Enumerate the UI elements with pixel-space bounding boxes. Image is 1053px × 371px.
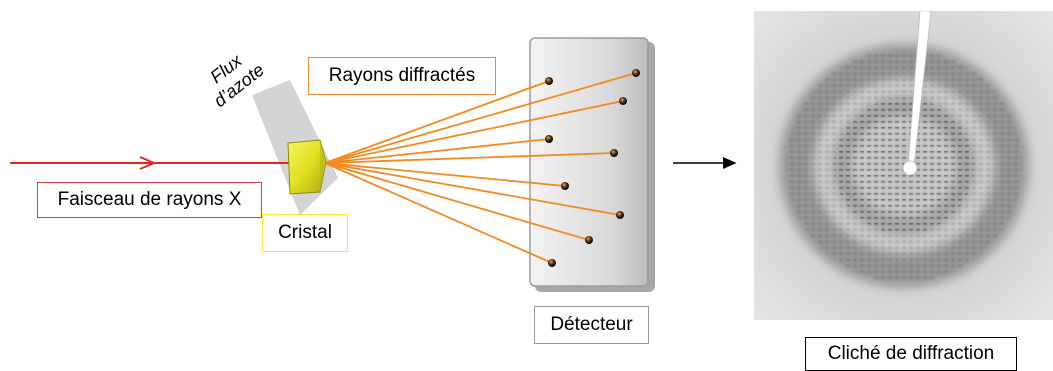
crystal-label: Cristal [262,214,348,252]
diffracted-ray [324,138,550,164]
diffraction-spots [545,69,640,267]
diffracted-rays [324,72,637,264]
diffraction-spot [616,211,624,219]
diffracted-ray [324,100,624,164]
diffracted-rays-label: Rayons diffractés [308,57,496,95]
diffraction-spot [545,135,553,143]
diffraction-image-label: Cliché de diffraction [805,337,1017,371]
diffraction-pattern-image [754,11,1053,320]
diffracted-ray [324,162,566,187]
diffraction-spot [548,259,556,267]
diffraction-spot [585,236,593,244]
detector-plate [529,37,655,292]
xray-beam-arrowhead [139,156,157,170]
diffraction-spot [545,77,553,85]
diffraction-spot [561,182,569,190]
diffracted-ray [324,80,550,164]
crystal [287,139,327,195]
diffraction-spot [632,69,640,77]
diffracted-ray [324,152,615,164]
diffracted-ray [324,162,553,264]
diffraction-spot [619,97,627,105]
detector-label: Détecteur [534,306,649,344]
diffracted-ray [324,72,637,164]
diffraction-spot [610,149,618,157]
diffracted-ray [324,162,590,241]
xray-beam-label: Faisceau de rayons X [37,182,262,218]
diffracted-ray [324,162,621,216]
